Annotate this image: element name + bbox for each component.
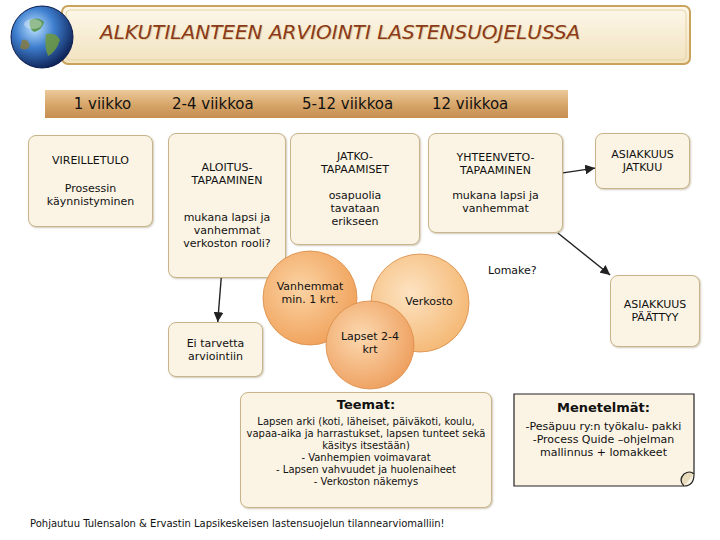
box-text: Prosessin käynnistyminen xyxy=(41,182,141,208)
outcome-box: Ei tarvetta arviointiin xyxy=(168,322,263,377)
globe-land xyxy=(45,34,60,56)
timeline-label: 2-4 viikkoa xyxy=(172,95,254,113)
globe-icon xyxy=(11,6,73,68)
globe-highlight xyxy=(24,19,42,29)
phase-box: VIREILLETULO Prosessin käynnistyminen xyxy=(28,135,153,227)
box-text: -Process Quide –ohjelman mallinnus + lom… xyxy=(524,433,684,459)
themes-box: Teemat: Lapsen arki (koti, läheiset, päiv… xyxy=(240,392,492,508)
scroll-shape xyxy=(514,394,694,486)
box-heading: Teemat: xyxy=(337,397,396,413)
timeline-segment: 2-4 viikkoa xyxy=(160,90,290,118)
methods-scroll: Menetelmät: -Pesäpuu ry:n työkalu- pakki-… xyxy=(512,392,697,492)
box-text: mukana lapsi ja vanhemmat xyxy=(446,189,546,215)
footnote: Pohjautuu Tulensalon & Ervastin Lapsikes… xyxy=(30,518,445,529)
box-text: osapuolia tavataan erikseen xyxy=(309,189,401,228)
box-text: mukana lapsi ja vanhemmat verkoston rool… xyxy=(174,211,280,250)
timeline-segment: 5-12 viikkoa xyxy=(290,90,420,118)
box-heading: VIREILLETULO xyxy=(52,154,129,167)
box-heading: ALOITUS- TAPAAMINEN xyxy=(182,161,272,187)
circle-label: Vanhemmat min. 1 krt. xyxy=(275,280,345,306)
flow-arrow xyxy=(563,168,595,173)
outcome-box: ASIAKKUUS JATKUU xyxy=(595,133,690,189)
box-text: Lapsen arki (koti, läheiset, päiväkoti, … xyxy=(245,416,487,452)
box-text: - Vanhempien voimavarat xyxy=(301,452,430,464)
box-text: - Lapsen vahvuudet ja huolenaiheet xyxy=(276,464,456,476)
phase-box: YHTEENVETO- TAPAAMINEN mukana lapsi ja va… xyxy=(428,133,563,233)
box-text: ASIAKKUUS PÄÄTTYY xyxy=(615,298,695,324)
box-text: - Verkoston näkemys xyxy=(314,476,418,488)
box-heading: Menetelmät: xyxy=(557,400,650,416)
title-banner xyxy=(62,6,690,64)
diagram-title: ALKUTILANTEEN ARVIOINTI LASTENSUOJELUSSA xyxy=(100,20,680,44)
title-banner-inner xyxy=(66,10,686,60)
flow-arrow xyxy=(218,278,222,322)
venn-circle: Lapset 2-4 krt xyxy=(325,300,415,390)
globe-land xyxy=(20,40,30,50)
timeline-label: 1 viikko xyxy=(74,95,132,113)
outcome-box: ASIAKKUUS PÄÄTTYY xyxy=(610,275,700,347)
box-heading: YHTEENVETO- TAPAAMINEN xyxy=(441,151,551,177)
circle-label: Verkosto xyxy=(394,295,464,308)
phase-box: ALOITUS- TAPAAMINEN mukana lapsi ja vanhe… xyxy=(168,133,286,278)
timeline-label: 5-12 viikkoa xyxy=(302,95,393,113)
phase-box: JATKO- TAPAAMISET osapuolia tavataan erik… xyxy=(290,133,420,245)
timeline-label: 12 viikkoa xyxy=(432,95,508,113)
venn-circle-shape xyxy=(326,301,414,389)
timeline-segment: 1 viikko xyxy=(45,90,160,118)
box-heading: JATKO- TAPAAMISET xyxy=(308,150,403,176)
scroll-curl xyxy=(681,472,694,486)
edge-label: Lomake? xyxy=(488,264,537,277)
timeline-segment: 12 viikkoa xyxy=(420,90,568,118)
box-text: ASIAKKUUS JATKUU xyxy=(600,148,685,174)
flow-arrow xyxy=(558,233,610,275)
box-text: Ei tarvetta arviointiin xyxy=(175,337,257,363)
circle-label: Lapset 2-4 krt xyxy=(340,330,400,356)
box-text: -Pesäpuu ry:n työkalu- pakki xyxy=(526,420,682,433)
